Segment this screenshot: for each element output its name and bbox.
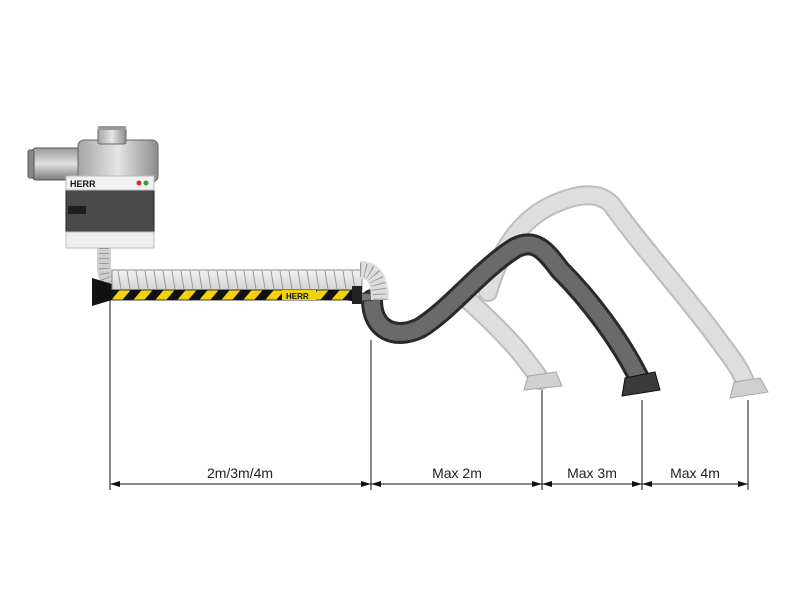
wall-bracket <box>92 278 112 306</box>
duct-rib <box>171 270 176 290</box>
duct-rib <box>117 270 122 290</box>
unit-vent <box>68 206 86 214</box>
duct-rib <box>153 270 158 290</box>
duct-rib <box>252 270 257 290</box>
arrow-icon <box>532 481 542 487</box>
duct-rib <box>216 270 221 290</box>
motor <box>31 147 83 181</box>
ghost-arm-4m <box>478 185 769 399</box>
duct-rib <box>270 270 275 290</box>
duct-rib <box>198 270 203 290</box>
extraction-unit: HERR <box>27 126 159 297</box>
arrow-icon <box>738 481 748 487</box>
duct-rib <box>306 270 311 290</box>
wall-boom: HERR <box>92 261 389 306</box>
duct-rib <box>207 270 212 290</box>
duct-rib <box>144 270 149 290</box>
boom-brand-logo: HERR <box>286 292 309 301</box>
duct-rib <box>297 270 302 290</box>
duct-rib <box>225 270 230 290</box>
duct-rib <box>342 270 347 290</box>
duct-rib <box>279 270 284 290</box>
green-indicator-icon <box>143 180 149 186</box>
arrow-icon <box>110 481 120 487</box>
arrow-icon <box>632 481 642 487</box>
duct-rib <box>324 270 329 290</box>
arm-3m-label: Max 3m <box>567 465 617 481</box>
ghost-arm-2m <box>458 290 563 391</box>
duct-rib <box>180 270 185 290</box>
duct-rib <box>189 270 194 290</box>
duct-rib <box>261 270 266 290</box>
duct-rib <box>315 270 320 290</box>
arrow-icon <box>371 481 381 487</box>
boom-length-label: 2m/3m/4m <box>207 465 273 481</box>
duct-rib <box>243 270 248 290</box>
duct-rib <box>135 270 140 290</box>
dimension-lines <box>109 300 749 490</box>
arrow-icon <box>361 481 371 487</box>
duct-rib <box>333 270 338 290</box>
arm-4m-label: Max 4m <box>670 465 720 481</box>
duct-rib <box>126 270 131 290</box>
dimension-arrows <box>110 481 748 487</box>
arrow-icon <box>542 481 552 487</box>
arrow-icon <box>642 481 652 487</box>
duct-rib <box>162 270 167 290</box>
duct-rib <box>288 270 293 290</box>
unit-brand-logo: HERR <box>70 179 96 189</box>
duct-rib <box>234 270 239 290</box>
red-indicator-icon <box>136 180 142 186</box>
arm-2m-label: Max 2m <box>432 465 482 481</box>
